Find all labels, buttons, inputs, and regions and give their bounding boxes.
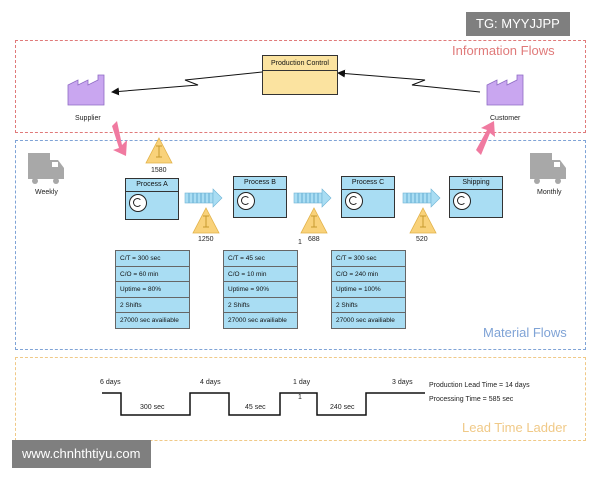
supplier-factory-icon	[67, 74, 105, 106]
data-box-cell: 2 Shifts	[116, 298, 189, 314]
process-box-b: Process B	[233, 176, 287, 218]
process-box-shipping: Shipping	[449, 176, 503, 218]
lead-time-ladder-line	[102, 392, 425, 416]
ladder-small-label: 1	[298, 394, 302, 401]
push-arrow-icon-3	[402, 188, 441, 208]
push-arrow-icon-2	[293, 188, 332, 208]
tg-tag: TG: MYYJJPP	[466, 12, 570, 36]
electronic-info-line-from-customer	[337, 69, 481, 93]
inventory-value-1: 1580	[151, 167, 167, 174]
supplier-label: Supplier	[75, 115, 101, 122]
data-box-cell: 2 Shifts	[332, 298, 405, 314]
process-operator-icon	[453, 192, 471, 210]
data-box-cell: Uptime = 90%	[224, 282, 297, 298]
processing-time: Processing Time = 585 sec	[429, 396, 514, 403]
lead-time-ladder-label: Lead Time Ladder	[462, 420, 567, 435]
process-box-a: Process A	[125, 178, 179, 220]
production-control-box: Production Control	[262, 55, 338, 95]
production-lead-time: Production Lead Time = 14 days	[429, 382, 530, 389]
process-name: Process C	[342, 177, 394, 190]
information-flows-label: Information Flows	[452, 43, 555, 58]
data-box-c: C/T = 300 sec C/O = 240 min Uptime = 100…	[331, 250, 406, 329]
data-box-cell: 2 Shifts	[224, 298, 297, 314]
production-control-label: Production Control	[271, 60, 329, 67]
ladder-wait-label-2: 4 days	[200, 379, 221, 386]
ladder-process-label-1: 300 sec	[140, 404, 165, 411]
data-box-cell: C/O = 60 min	[116, 267, 189, 283]
customer-factory-icon	[486, 74, 524, 106]
data-box-cell: C/T = 300 sec	[332, 251, 405, 267]
data-box-cell: Uptime = 80%	[116, 282, 189, 298]
data-box-b: C/T = 45 sec C/O = 10 min Uptime = 90% 2…	[223, 250, 298, 329]
push-arrow-icon-1	[184, 188, 223, 208]
information-flows-frame	[15, 40, 586, 133]
material-flows-label: Material Flows	[483, 325, 567, 340]
supplier-schedule-label: Weekly	[35, 189, 58, 196]
supplier-truck-icon	[28, 153, 64, 184]
electronic-info-line-to-supplier	[111, 71, 263, 96]
ladder-process-label-2: 45 sec	[245, 404, 266, 411]
inventory-value-2: 1250	[198, 236, 214, 243]
website-watermark: www.chnhthtiyu.com	[12, 440, 151, 468]
process-operator-icon	[129, 194, 147, 212]
process-box-c: Process C	[341, 176, 395, 218]
inventory-value-3: 688	[308, 236, 320, 243]
data-box-a: C/T = 300 sec C/O = 60 min Uptime = 80% …	[115, 250, 190, 329]
ladder-wait-label-4: 3 days	[392, 379, 413, 386]
process-operator-icon	[345, 192, 363, 210]
inventory-triangle-icon-4	[409, 207, 437, 234]
data-box-cell: Uptime = 100%	[332, 282, 405, 298]
customer-shipment-arrow-icon	[476, 121, 495, 155]
customer-schedule-label: Monthly	[537, 189, 562, 196]
inventory-triangle-icon-2	[192, 207, 220, 234]
inventory-triangle-icon-3	[300, 207, 328, 234]
material-flows-frame	[15, 140, 586, 350]
ladder-wait-label-3: 1 day	[293, 379, 311, 386]
data-box-cell: C/O = 240 min	[332, 267, 405, 283]
process-operator-icon	[237, 192, 255, 210]
data-box-cell: C/T = 45 sec	[224, 251, 297, 267]
supplier-shipment-arrow-icon	[112, 121, 127, 156]
inventory-triangle-icon-1	[145, 137, 173, 164]
ladder-process-label-3: 240 sec	[330, 404, 355, 411]
process-name: Process B	[234, 177, 286, 190]
customer-label: Customer	[490, 115, 521, 122]
data-box-cell: C/O = 10 min	[224, 267, 297, 283]
data-box-cell: C/T = 300 sec	[116, 251, 189, 267]
customer-truck-icon	[530, 153, 566, 184]
stray-label: 1	[298, 239, 302, 246]
process-name: Process A	[126, 179, 178, 192]
data-box-cell: 27000 sec availiable	[336, 317, 395, 325]
inventory-value-4: 520	[416, 236, 428, 243]
lead-time-ladder-frame	[15, 357, 586, 441]
data-box-cell: 27000 sec availiable	[120, 317, 179, 325]
process-name: Shipping	[450, 177, 502, 190]
ladder-wait-label-1: 6 days	[100, 379, 121, 386]
data-box-cell: 27000 sec availiable	[228, 317, 287, 325]
